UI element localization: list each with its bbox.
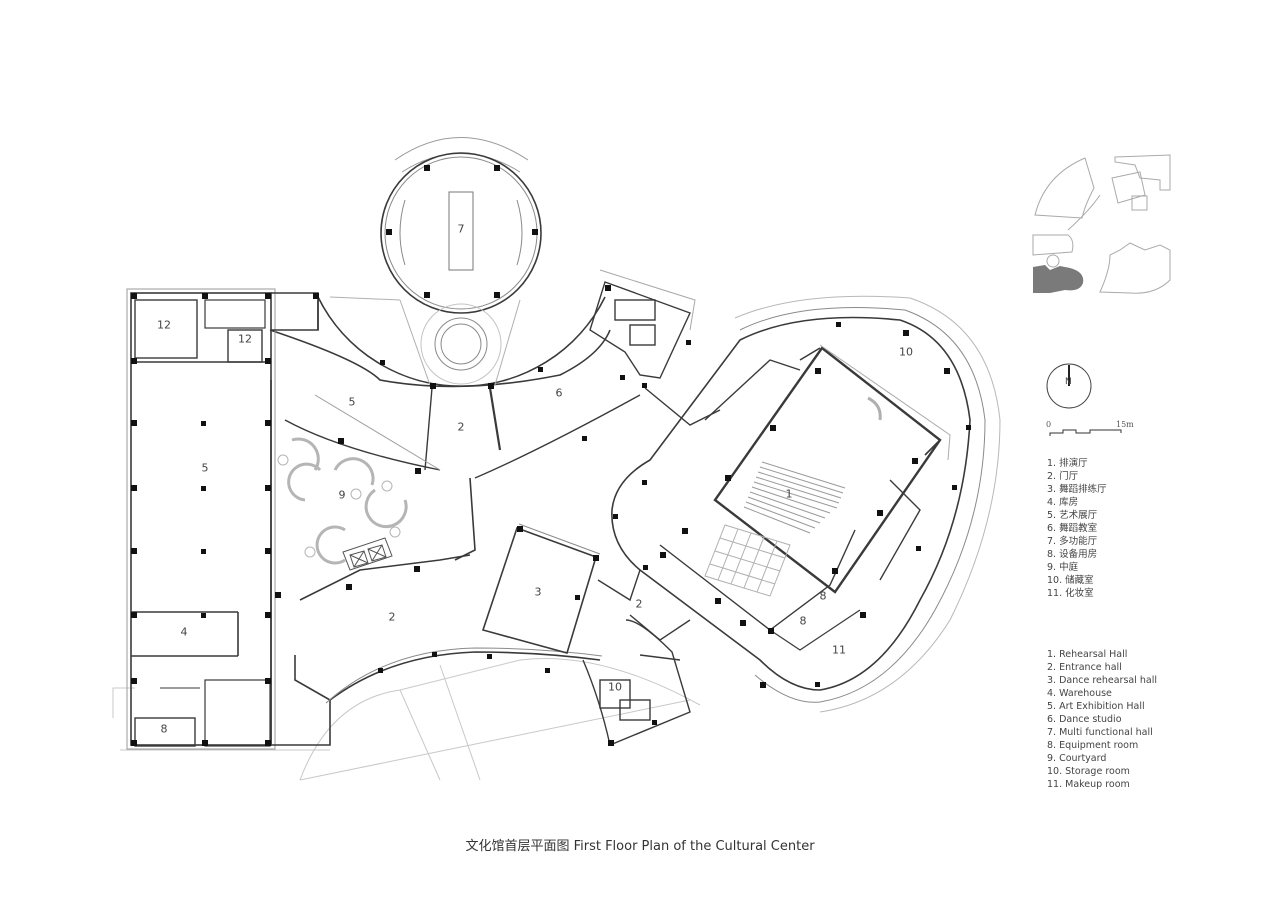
- legend-item: 11. 化妆室: [1047, 588, 1094, 599]
- west-block: [126, 288, 331, 750]
- room-label-10b: 10: [608, 680, 622, 694]
- room-label-10a: 10: [899, 345, 913, 359]
- north-arrow-icon: [1046, 363, 1092, 409]
- scale-start-label: 0: [1046, 420, 1052, 429]
- legend-item: 6. Dance studio: [1047, 714, 1122, 725]
- room-label-12b: 12: [238, 332, 252, 346]
- scale-end-label: 15m: [1116, 420, 1134, 429]
- legend-item: 11. Makeup room: [1047, 779, 1130, 790]
- structural-columns: [131, 165, 971, 746]
- legend-item: 2. 门厅: [1047, 471, 1079, 482]
- legend-item: 9. Courtyard: [1047, 753, 1107, 764]
- legend-item: 6. 舞蹈教室: [1047, 523, 1098, 534]
- legend-item: 7. Multi functional hall: [1047, 727, 1153, 738]
- room-label-12a: 12: [157, 318, 171, 332]
- legend-item: 5. 艺术展厅: [1047, 510, 1098, 521]
- legend-item: 10. 储藏室: [1047, 575, 1094, 586]
- room-label-9: 9: [338, 488, 346, 502]
- legend-item: 8. Equipment room: [1047, 740, 1139, 751]
- legend-item: 3. Dance rehearsal hall: [1047, 675, 1158, 686]
- room-label-5a: 5: [348, 395, 356, 409]
- north-label: N: [1065, 377, 1072, 387]
- legend-item: 10. Storage room: [1047, 766, 1130, 777]
- legend-chinese: 1. 排演厅 2. 门厅 3. 舞蹈排练厅 4. 库房 5. 艺术展厅 6. 舞…: [1047, 457, 1107, 600]
- plan-caption: 文化馆首层平面图 First Floor Plan of the Cultura…: [465, 839, 815, 854]
- room-label-2c: 2: [635, 597, 643, 611]
- dance-rehearsal-hall: [481, 523, 601, 654]
- south-service-block: [582, 619, 691, 746]
- legend-item: 4. Warehouse: [1047, 688, 1112, 699]
- entrance-hall-south-wall: [299, 477, 603, 704]
- room-label-1: 1: [785, 487, 793, 501]
- legend-english: 1. Rehearsal Hall 2. Entrance hall 3. Da…: [1047, 648, 1157, 791]
- legend-item: 7. 多功能厅: [1047, 536, 1098, 547]
- site-lines: [112, 657, 701, 781]
- legend-item: 8. 设备用房: [1047, 549, 1098, 560]
- ne-service-block: [589, 269, 696, 379]
- legend-item: 1. 排演厅: [1047, 458, 1088, 469]
- key-plan: [1032, 154, 1171, 294]
- scale-bar: [1049, 429, 1122, 436]
- legend-item: 2. Entrance hall: [1047, 662, 1122, 673]
- stage-grid: [704, 524, 791, 597]
- legend-item: 5. Art Exhibition Hall: [1047, 701, 1145, 712]
- room-label-8b: 8: [819, 589, 827, 603]
- room-label-3: 3: [534, 585, 542, 599]
- room-label-11: 11: [832, 643, 846, 657]
- ring-corridor: [269, 296, 641, 479]
- key-plan-highlight: [1033, 265, 1084, 293]
- legend-item: 3. 舞蹈排练厅: [1047, 484, 1107, 495]
- room-label-2b: 2: [388, 610, 396, 624]
- room-label-7: 7: [457, 222, 465, 236]
- legend-item: 4. 库房: [1047, 497, 1079, 508]
- legend-item: 9. 中庭: [1047, 562, 1079, 573]
- room-label-8c: 8: [799, 614, 807, 628]
- courtyard: [287, 437, 408, 565]
- room-label-8a: 8: [160, 722, 168, 736]
- elevator: [342, 537, 393, 571]
- rehearsal-seating: [743, 461, 846, 534]
- legend-item: 1. Rehearsal Hall: [1047, 649, 1128, 660]
- room-label-6: 6: [555, 386, 563, 400]
- rehearsal-hall-building: [611, 295, 1001, 713]
- courtyard-planters: [277, 454, 401, 558]
- room-label-2a: 2: [457, 420, 465, 434]
- room-label-4: 4: [180, 625, 188, 639]
- room-label-5b: 5: [201, 461, 209, 475]
- multi-functional-hall: [380, 137, 542, 385]
